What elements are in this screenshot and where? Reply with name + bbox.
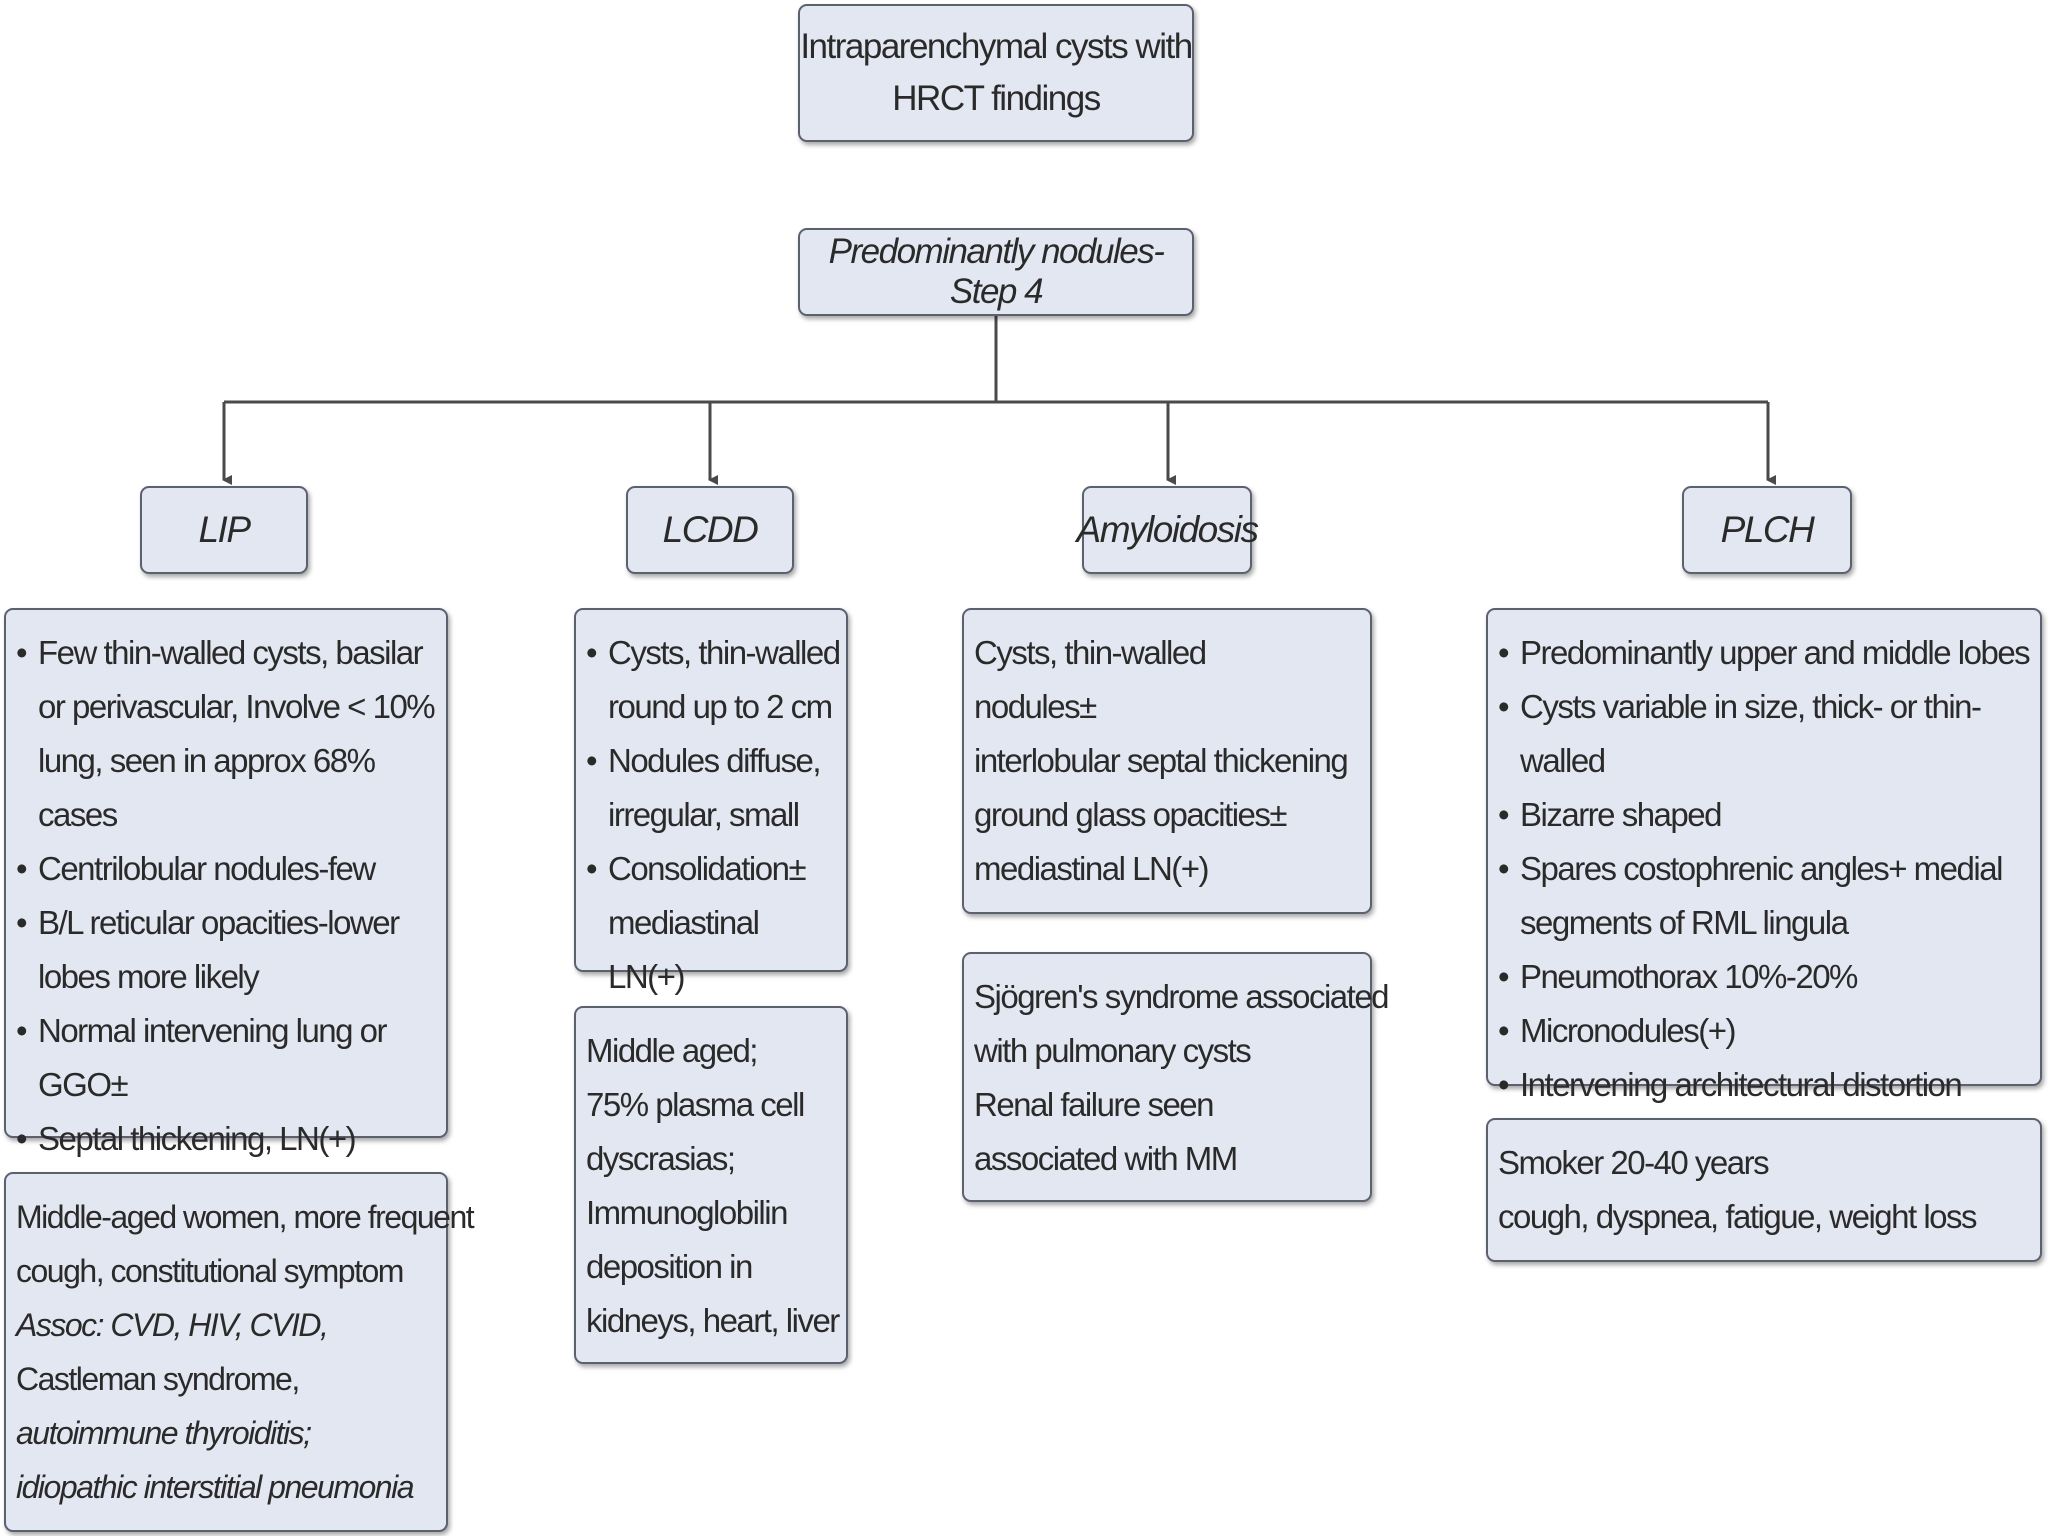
lcdd-findings-box: Cysts, thin-walled round up to 2 cm Nodu… xyxy=(574,608,848,995)
amyloidosis-findings-box: Cysts, thin-walled nodules± interlobular… xyxy=(962,608,1372,914)
plch-clinical-line: Smoker 20-40 years xyxy=(1498,1144,1770,1181)
lcdd-clinical-line: Immunoglobilin xyxy=(586,1194,788,1231)
lip-findings-box: Few thin-walled cysts, basilar or periva… xyxy=(4,608,448,1166)
lcdd-finding: Consolidation± mediastinal LN(+) xyxy=(586,842,840,1004)
lcdd-clinical-line: deposition in xyxy=(586,1248,753,1285)
step-node: Predominantly nodules-Step 4 xyxy=(798,228,1194,316)
lip-clinical-line: Assoc: CVD, HIV, CVID, xyxy=(16,1307,329,1343)
lip-head: LIP xyxy=(140,486,308,574)
lcdd-head: LCDD xyxy=(626,486,794,574)
lip-finding: B/L reticular opacities-lower lobes more… xyxy=(16,896,440,1004)
lip-finding: Septal thickening, LN(+) xyxy=(16,1112,440,1166)
root-title-line-1: Intraparenchymal cysts with xyxy=(800,27,1193,66)
amyloidosis-finding: interlobular septal thickening xyxy=(974,742,1349,779)
root-title-line-2: HRCT findings xyxy=(892,79,1101,118)
lip-clinical-line: Middle-aged women, more frequent xyxy=(16,1199,475,1235)
plch-finding: Micronodules(+) xyxy=(1498,1004,2034,1058)
lcdd-clinical-line: dyscrasias; xyxy=(586,1140,736,1177)
plch-clinical-box: Smoker 20-40 years cough, dyspnea, fatig… xyxy=(1486,1118,2042,1262)
amyloidosis-clinical-line: with pulmonary cysts xyxy=(974,1032,1252,1069)
amyloidosis-finding: mediastinal LN(+) xyxy=(974,850,1210,887)
lip-clinical-box: Middle-aged women, more frequent cough, … xyxy=(4,1172,475,1532)
plch-finding: Spares costophrenic angles+ medial segme… xyxy=(1498,842,2034,950)
plch-head: PLCH xyxy=(1682,486,1852,574)
lip-clinical-line: cough, constitutional symptom xyxy=(16,1253,404,1289)
lcdd-clinical-line: kidneys, heart, liver xyxy=(586,1302,840,1339)
plch-finding: Pneumothorax 10%-20% xyxy=(1498,950,2034,1004)
lip-finding: Centrilobular nodules-few xyxy=(16,842,440,896)
amyloidosis-finding: ground glass opacities± xyxy=(974,796,1287,833)
amyloidosis-clinical-box: Sjögren's syndrome associated with pulmo… xyxy=(962,952,1390,1202)
lip-finding: Normal intervening lung or GGO± xyxy=(16,1004,440,1112)
lcdd-finding: Cysts, thin-walled round up to 2 cm xyxy=(586,626,841,734)
amyloidosis-clinical-line: associated with MM xyxy=(974,1140,1238,1177)
plch-finding: Intervening architectural distortion xyxy=(1498,1058,2034,1112)
amyloidosis-clinical-line: Sjögren's syndrome associated xyxy=(974,978,1390,1015)
lip-clinical-line: idiopathic interstitial pneumonia xyxy=(16,1469,414,1505)
lcdd-clinical-box: Middle aged; 75% plasma cell dyscrasias;… xyxy=(574,1006,848,1364)
plch-findings-box: Predominantly upper and middle lobes Cys… xyxy=(1486,608,2042,1112)
lip-clinical-line: autoimmune thyroiditis; xyxy=(16,1415,312,1451)
amyloidosis-finding: nodules± xyxy=(974,688,1097,725)
lip-finding: Few thin-walled cysts, basilar or periva… xyxy=(16,626,440,842)
plch-finding: Predominantly upper and middle lobes xyxy=(1498,626,2034,680)
lcdd-clinical-line: Middle aged; xyxy=(586,1032,758,1069)
root-node: Intraparenchymal cysts with HRCT finding… xyxy=(798,4,1194,142)
plch-finding: Cysts variable in size, thick- or thin-w… xyxy=(1498,680,2034,788)
plch-finding: Bizarre shaped xyxy=(1498,788,2034,842)
lip-clinical-line: Castleman syndrome, xyxy=(16,1361,300,1397)
amyloidosis-clinical-line: Renal failure seen xyxy=(974,1086,1215,1123)
plch-clinical-line: cough, dyspnea, fatigue, weight loss xyxy=(1498,1198,1978,1235)
amyloidosis-finding: Cysts, thin-walled xyxy=(974,634,1207,671)
amyloidosis-head: Amyloidosis xyxy=(1077,486,1259,574)
lcdd-clinical-line: 75% plasma cell xyxy=(586,1086,805,1123)
lcdd-finding: Nodules diffuse, irregular, small xyxy=(586,734,840,842)
